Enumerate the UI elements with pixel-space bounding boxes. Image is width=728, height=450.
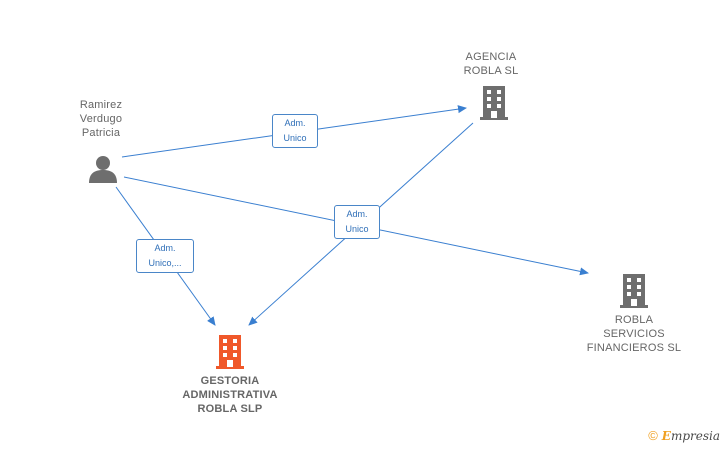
gestoria-name-line: ADMINISTRATIVA bbox=[182, 389, 278, 401]
brand-initial: E bbox=[661, 428, 671, 443]
person-name-line: Patricia bbox=[81, 127, 121, 139]
edge-label-line: Adm. bbox=[346, 209, 368, 219]
building-icon[interactable] bbox=[618, 272, 650, 308]
gestoria-name-line: GESTORIA bbox=[200, 375, 260, 387]
copyright-symbol: © bbox=[648, 428, 658, 443]
person-name-line: Ramirez bbox=[79, 99, 123, 111]
building-icon[interactable] bbox=[214, 333, 246, 369]
agencia-name-line: AGENCIA bbox=[465, 51, 517, 63]
agencia-name: AGENCIA ROBLA SL bbox=[446, 50, 536, 78]
servicios-name-line: SERVICIOS bbox=[603, 328, 665, 340]
person-icon[interactable] bbox=[88, 154, 118, 184]
servicios-name: ROBLA SERVICIOS FINANCIEROS SL bbox=[578, 313, 690, 355]
edge-label-person-agencia[interactable]: Adm. Unico bbox=[272, 114, 318, 148]
edge-label-line: Adm. bbox=[284, 118, 306, 128]
servicios-name-line: FINANCIEROS SL bbox=[586, 342, 682, 354]
edge-label-line: Adm. bbox=[154, 243, 176, 253]
edge-label-line: Unico bbox=[283, 133, 307, 143]
building-icon[interactable] bbox=[478, 84, 510, 120]
gestoria-name: GESTORIA ADMINISTRATIVA ROBLA SLP bbox=[168, 374, 292, 416]
agencia-name-line: ROBLA SL bbox=[463, 65, 519, 77]
servicios-name-line: ROBLA bbox=[614, 314, 654, 326]
gestoria-name-line: ROBLA SLP bbox=[197, 403, 263, 415]
edge-label-person-servicios[interactable]: Adm. Unico bbox=[334, 205, 380, 239]
person-name: Ramirez Verdugo Patricia bbox=[62, 98, 140, 140]
empresia-watermark: © Empresia bbox=[648, 428, 720, 443]
brand-rest: mpresia bbox=[670, 428, 720, 443]
edge-label-line: Unico,... bbox=[148, 258, 182, 268]
edge-label-line: Unico bbox=[345, 224, 369, 234]
edge-label-person-gestoria[interactable]: Adm. Unico,... bbox=[136, 239, 194, 273]
brand-logo: Empresia bbox=[662, 429, 720, 443]
person-name-line: Verdugo bbox=[79, 113, 123, 125]
